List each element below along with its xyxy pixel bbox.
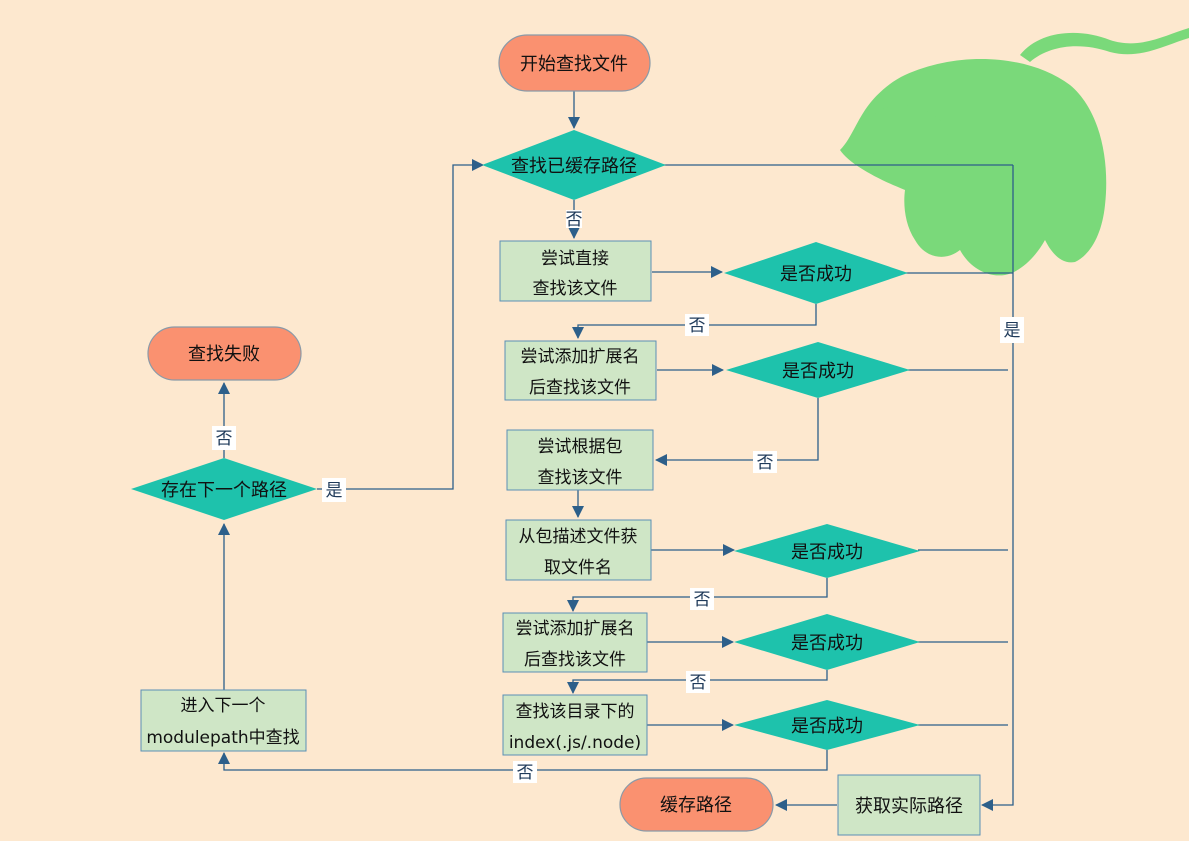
start-terminal: 开始查找文件 xyxy=(498,34,651,92)
find-index-process: 查找该目录下的 index(.js/.node) xyxy=(502,694,648,756)
success4-decision: 是否成功 xyxy=(734,614,920,670)
try-direct-label-2: 查找该文件 xyxy=(533,279,618,299)
next-modulepath-label-1: 进入下一个 xyxy=(181,696,266,716)
try-direct-process: 尝试直接 查找该文件 xyxy=(499,240,652,302)
success2-decision: 是否成功 xyxy=(726,342,910,398)
flower-decoration xyxy=(840,28,1189,276)
fail-terminal-label: 查找失败 xyxy=(188,344,260,365)
start-terminal-label: 开始查找文件 xyxy=(520,54,628,75)
success5-label: 是否成功 xyxy=(791,716,863,737)
try-pkg-process: 尝试根据包 查找该文件 xyxy=(506,429,654,491)
cache-path-terminal: 缓存路径 xyxy=(619,777,774,832)
label-success5-no: 否 xyxy=(517,763,534,783)
check-cache-decision: 查找已缓存路径 xyxy=(482,130,666,200)
label-success4-no: 否 xyxy=(690,673,707,693)
try-direct-label-1: 尝试直接 xyxy=(541,249,609,269)
try-ext2-label-2: 后查找该文件 xyxy=(524,650,626,670)
get-real-path-label: 获取实际路径 xyxy=(855,796,963,817)
get-real-path-process: 获取实际路径 xyxy=(837,774,981,836)
fail-terminal: 查找失败 xyxy=(147,326,302,381)
success1-label: 是否成功 xyxy=(780,264,852,285)
edge-yes-bus xyxy=(981,165,1014,811)
label-hasnext-yes: 是 xyxy=(326,481,343,501)
find-index-label-1: 查找该目录下的 xyxy=(516,702,635,722)
try-ext-process: 尝试添加扩展名 后查找该文件 xyxy=(504,340,657,401)
next-modulepath-process: 进入下一个 modulepath中查找 xyxy=(140,689,307,752)
label-cache-no: 否 xyxy=(566,210,583,230)
try-ext2-process: 尝试添加扩展名 后查找该文件 xyxy=(502,612,648,673)
try-ext2-label-1: 尝试添加扩展名 xyxy=(516,619,635,639)
has-next-path-label: 存在下一个路径 xyxy=(161,480,287,501)
try-pkg-label-2: 查找该文件 xyxy=(538,468,623,488)
check-cache-label: 查找已缓存路径 xyxy=(511,156,637,177)
edge-success2-no xyxy=(655,398,819,466)
success3-decision: 是否成功 xyxy=(734,524,920,578)
pkg-desc-process: 从包描述文件获 取文件名 xyxy=(505,519,652,581)
try-ext-label-2: 后查找该文件 xyxy=(529,378,631,398)
label-success3-no: 否 xyxy=(694,590,711,610)
cache-path-label: 缓存路径 xyxy=(660,795,732,816)
label-success1-no: 否 xyxy=(689,316,706,336)
success3-label: 是否成功 xyxy=(791,542,863,563)
pkg-desc-label-2: 取文件名 xyxy=(544,558,612,578)
try-ext-label-1: 尝试添加扩展名 xyxy=(521,347,640,367)
success5-decision: 是否成功 xyxy=(734,700,920,750)
success1-decision: 是否成功 xyxy=(724,242,908,304)
edge-hasnext-yes xyxy=(317,159,484,490)
label-success2-no: 否 xyxy=(757,453,774,473)
pkg-desc-label-1: 从包描述文件获 xyxy=(519,527,638,547)
next-modulepath-label-2: modulepath中查找 xyxy=(146,728,299,748)
find-index-label-2: index(.js/.node) xyxy=(509,733,641,753)
label-hasnext-no: 否 xyxy=(216,429,233,449)
has-next-path-decision: 存在下一个路径 xyxy=(131,458,317,520)
label-yes-main: 是 xyxy=(1004,321,1021,341)
success4-label: 是否成功 xyxy=(791,633,863,654)
try-pkg-label-1: 尝试根据包 xyxy=(538,437,623,457)
edge-labels: 否 否 否 否 否 否 是 是 否 xyxy=(212,210,1024,783)
success2-label: 是否成功 xyxy=(782,361,854,382)
